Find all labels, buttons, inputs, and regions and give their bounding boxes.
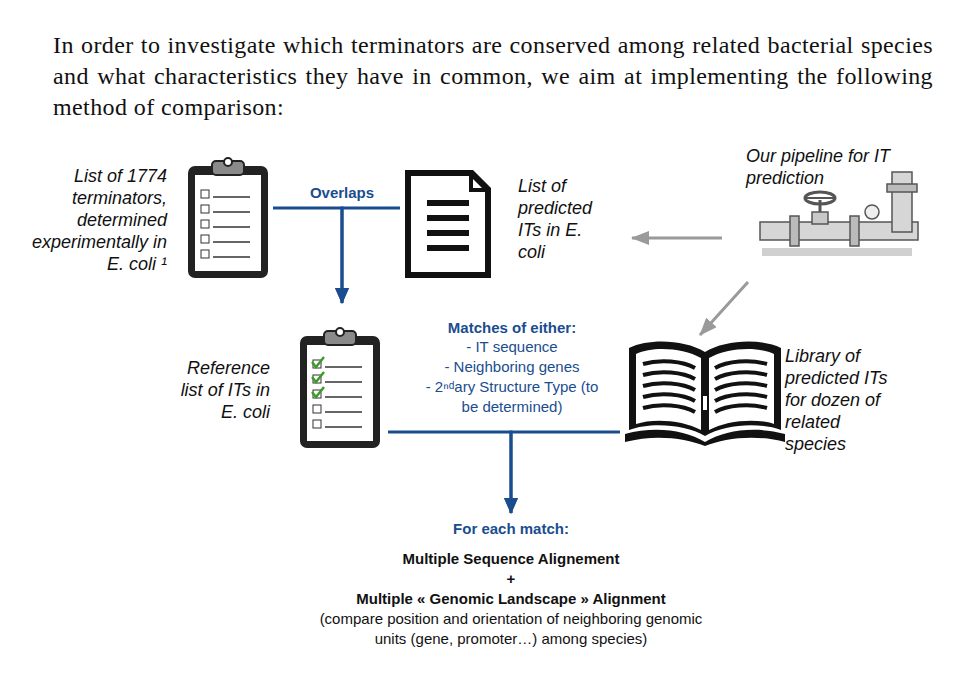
pipeline-label: Our pipeline for IT prediction [746, 145, 898, 189]
step-text: (compare position and orientation of nei… [311, 609, 711, 649]
step-box: For each match: Multiple Sequence Alignem… [300, 513, 722, 653]
criterion-item: - 2ⁿᵈary Structure Type (to be determine… [417, 377, 607, 417]
reference-list-label: Reference list of ITs in E. coli [180, 357, 270, 423]
checked-clipboard-icon [300, 328, 380, 448]
edge-label: Overlaps [290, 183, 394, 202]
check-mark [312, 387, 324, 397]
check-mark [312, 357, 324, 367]
icon-node: Reference list of ITs in E. coli [170, 303, 388, 453]
connector-arrow [632, 237, 722, 240]
clipboard-icon [300, 328, 380, 448]
icon-node: Our pipeline for IT prediction [722, 140, 925, 282]
step-text: For each match: [300, 519, 722, 538]
library-label: Library of predicted ITs for dozen of re… [785, 345, 901, 455]
predicted-list-label: List of predicted ITs in E. coli [518, 175, 613, 263]
connector-arrow [342, 208, 400, 303]
clipboard-icon [188, 158, 268, 278]
document-icon [405, 170, 491, 278]
icon-node: Library of predicted ITs for dozen of re… [620, 335, 905, 459]
connector-arrow [700, 282, 748, 335]
match-criteria-list: Matches of either:- IT sequence- Neighbo… [412, 318, 612, 417]
icon-node: List of 1774 terminators, determined exp… [25, 155, 273, 280]
terminator-list-label: List of 1774 terminators, determined exp… [25, 165, 167, 275]
intro-paragraph: In order to investigate which terminator… [53, 30, 933, 123]
criterion-item: - Neighboring genes [417, 357, 607, 377]
connector-arrow [273, 208, 342, 303]
edge-label: Matches of either: [412, 318, 612, 337]
criterion-item: - IT sequence [417, 337, 607, 357]
check-mark [312, 372, 324, 382]
step-text: Multiple « Genomic Landscape » Alignment [300, 589, 722, 608]
connector-arrow [511, 432, 620, 513]
connector-arrow [388, 432, 511, 513]
step-text: Multiple Sequence Alignement [300, 549, 722, 568]
book-icon [625, 342, 785, 446]
step-text: + [300, 569, 722, 588]
icon-node: List of predicted ITs in E. coli [400, 165, 632, 280]
